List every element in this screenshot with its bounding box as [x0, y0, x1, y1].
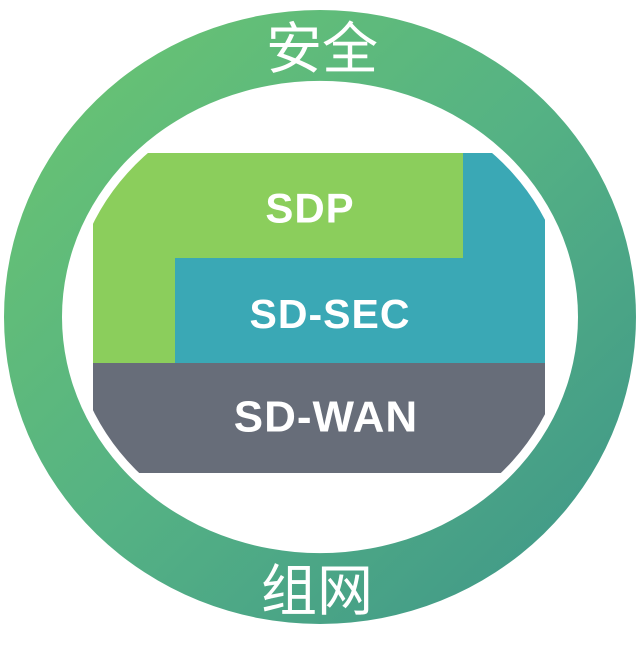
sd-sec-label: SD-SEC [250, 291, 411, 337]
sd-wan-block [93, 363, 545, 473]
layer-stack [93, 153, 545, 473]
sd-sec-block [175, 153, 545, 363]
sd-wan-label: SD-WAN [234, 393, 418, 442]
ring-bottom-label: 组网 [261, 560, 373, 623]
sdp-label: SDP [265, 185, 354, 232]
ring-top-label: 安全 [266, 18, 378, 81]
